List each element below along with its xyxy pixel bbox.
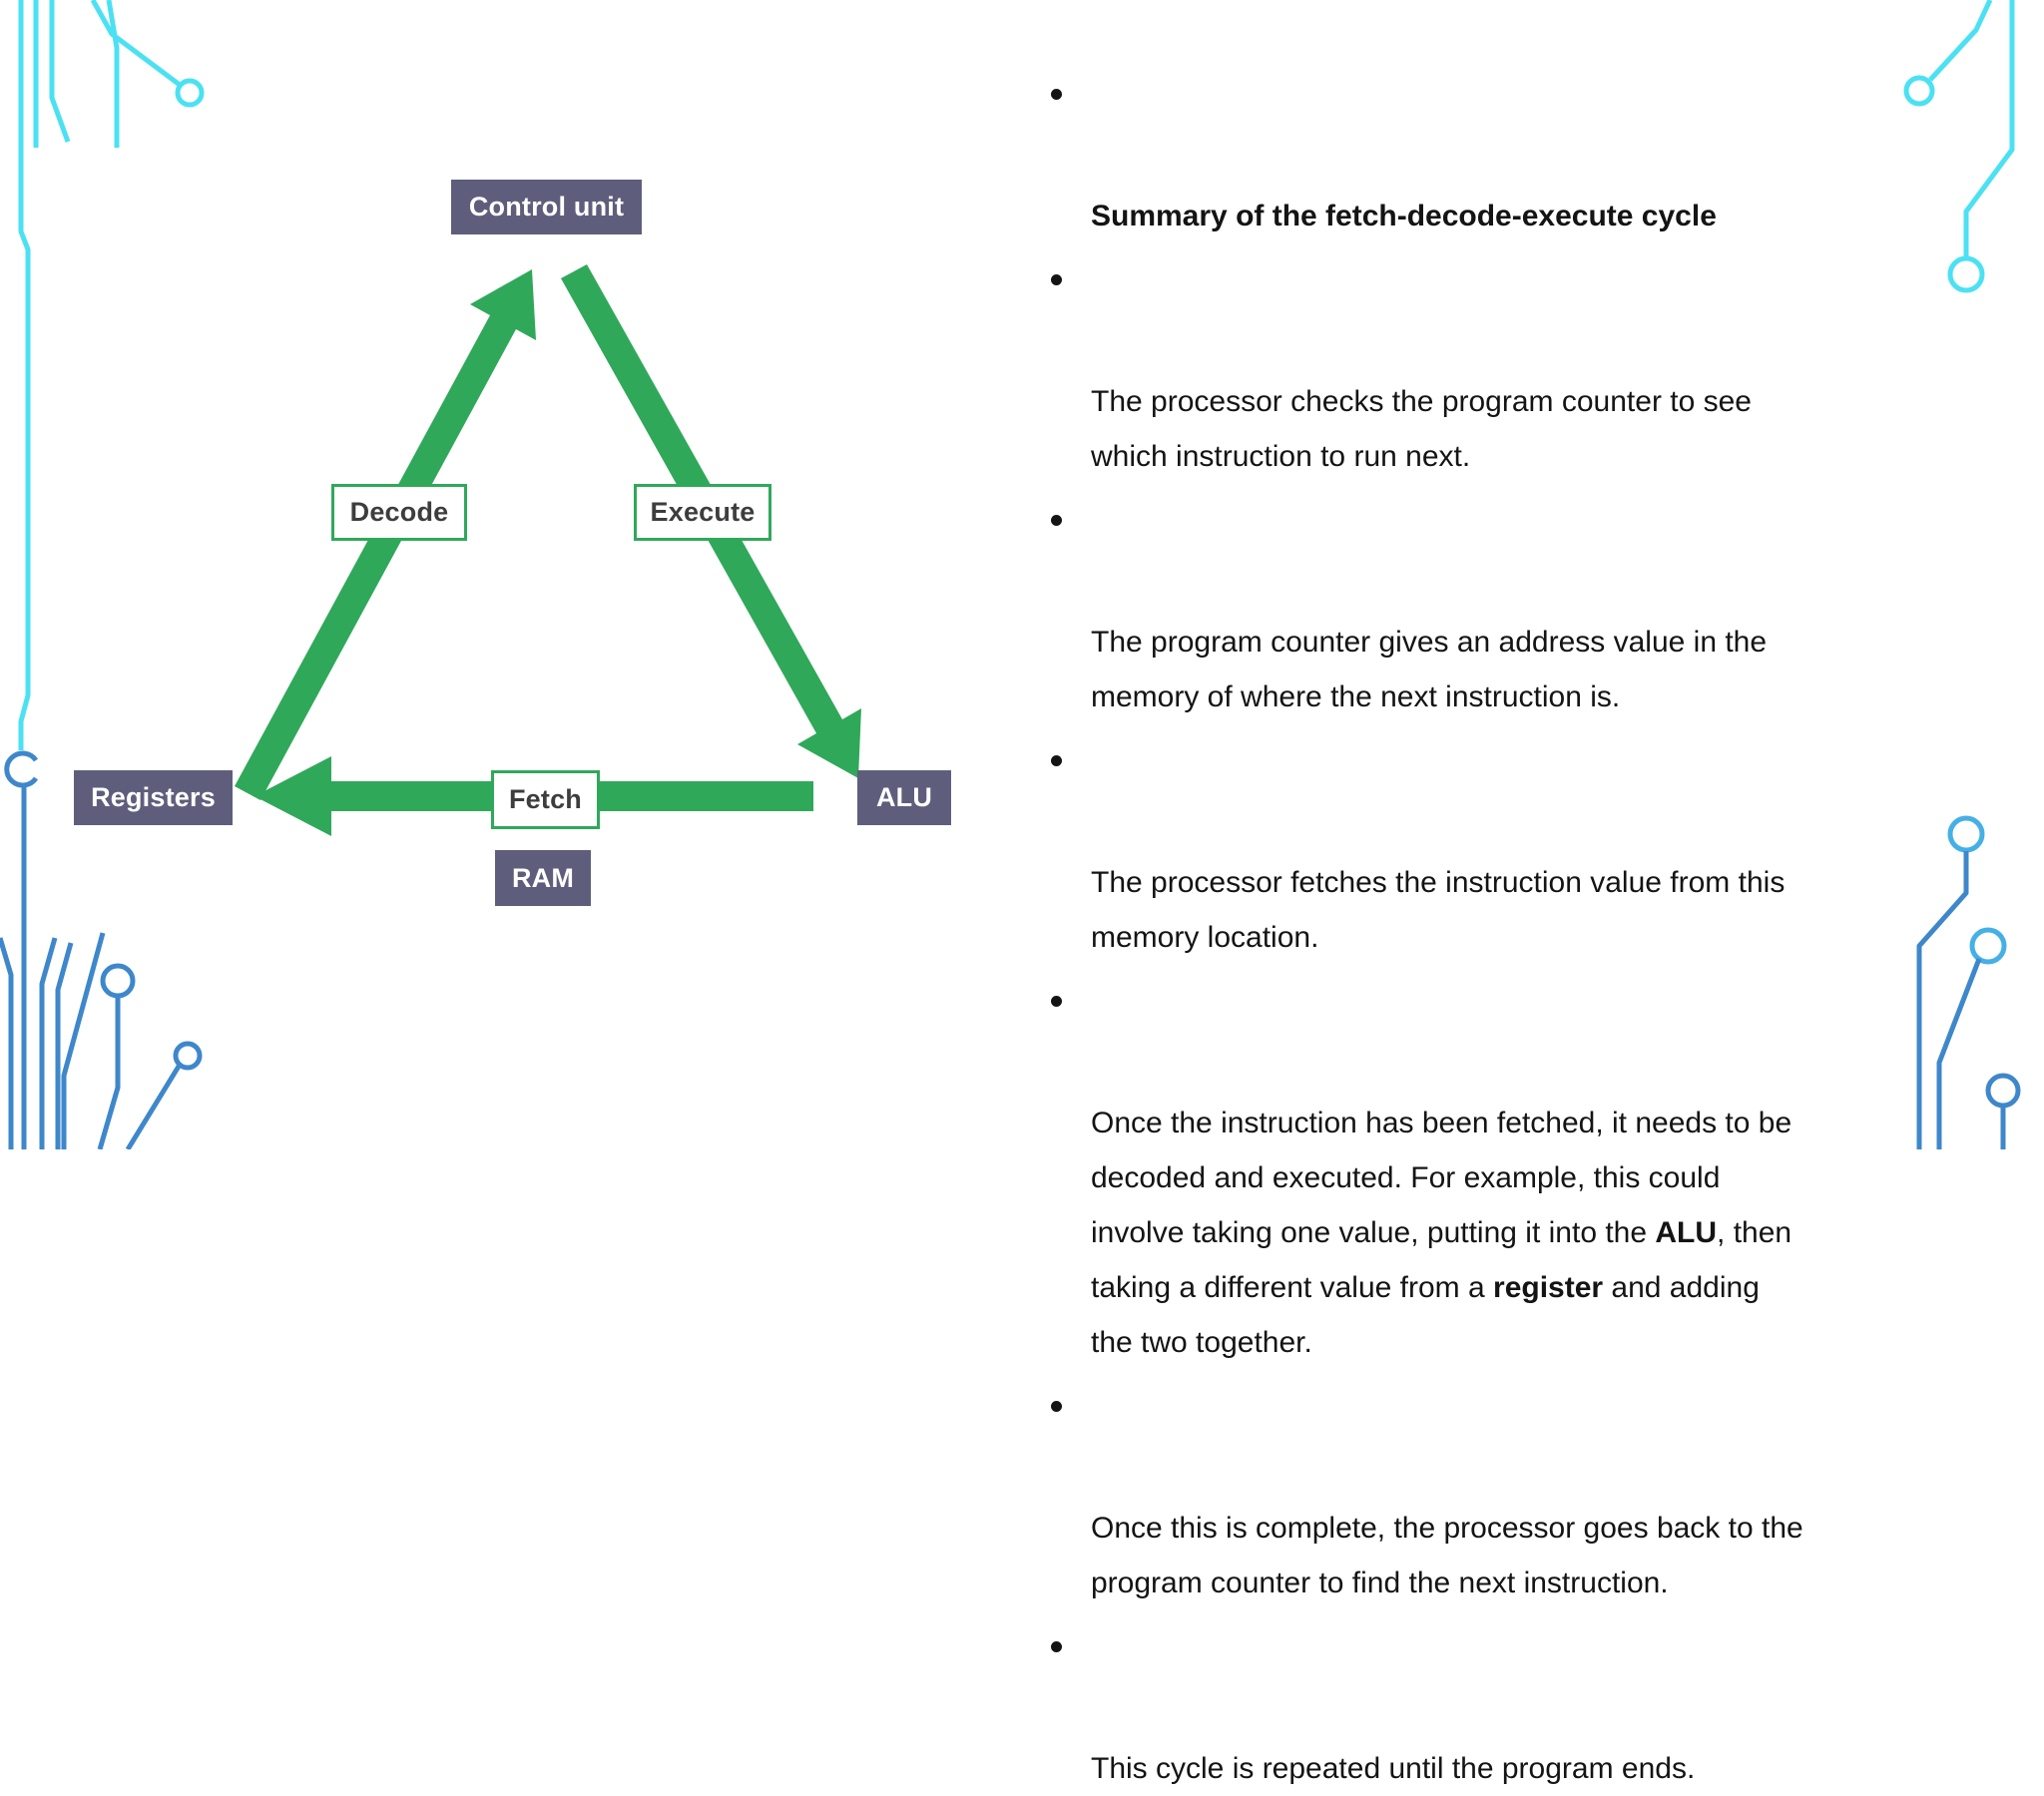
circuit-trace bbox=[97, 997, 121, 1149]
ram-label: RAM bbox=[511, 862, 575, 893]
control-unit-box: Control unit bbox=[451, 180, 642, 234]
circuit-trace bbox=[1928, 0, 1993, 82]
circuit-node-ring bbox=[173, 1041, 203, 1071]
bullet-dot bbox=[1051, 515, 1062, 526]
bullet-item-go-back: Once this is complete, the processor goe… bbox=[1051, 1391, 1959, 1610]
bullet-item-address-value: The program counter gives an address val… bbox=[1051, 505, 1959, 724]
circuit-decoration-top-right bbox=[1903, 0, 2015, 293]
circuit-decoration-top-left bbox=[18, 0, 205, 750]
circuit-trace bbox=[18, 0, 31, 750]
execute-box: Execute bbox=[634, 484, 771, 541]
bullet-text: Summary of the fetch-decode-execute cycl… bbox=[1091, 200, 1717, 232]
bullet-dot bbox=[1051, 1401, 1062, 1412]
bullet-text: The program counter gives an address val… bbox=[1091, 626, 1768, 713]
circuit-trace bbox=[1936, 958, 1982, 1149]
circuit-trace bbox=[55, 942, 74, 1149]
registers-box: Registers bbox=[74, 770, 233, 825]
bullet-dot bbox=[1051, 274, 1062, 285]
circuit-node-ring bbox=[1903, 75, 1935, 107]
circuit-trace bbox=[49, 0, 71, 143]
control-unit-label: Control unit bbox=[468, 192, 625, 222]
bullet-list: Summary of the fetch-decode-execute cycl… bbox=[1051, 79, 1959, 1796]
circuit-decoration-bottom-left bbox=[0, 750, 203, 1149]
circuit-trace bbox=[125, 1063, 183, 1149]
ram-box: RAM bbox=[495, 850, 591, 906]
bullet-text: The processor checks the program counter… bbox=[1091, 385, 1752, 473]
circuit-node-ring bbox=[100, 963, 136, 999]
circuit-trace bbox=[106, 0, 120, 148]
circuit-trace bbox=[4, 750, 39, 788]
alu-box: ALU bbox=[857, 770, 951, 825]
bullet-text: This cycle is repeated until the program… bbox=[1091, 1752, 1696, 1785]
bullet-dot bbox=[1051, 89, 1062, 100]
circuit-trace bbox=[61, 932, 106, 1149]
circuit-trace bbox=[1963, 0, 2015, 257]
execute-label: Execute bbox=[650, 497, 756, 527]
circuit-node-ring bbox=[1947, 255, 1985, 293]
circuit-trace bbox=[90, 0, 182, 87]
circuit-decoration-bottom-right bbox=[1916, 815, 2021, 1149]
bullet-item-summary: Summary of the fetch-decode-execute cycl… bbox=[1051, 79, 1959, 243]
bullet-dot bbox=[1051, 755, 1062, 766]
fetch-box: Fetch bbox=[491, 770, 600, 829]
fetch-label: Fetch bbox=[508, 784, 582, 814]
circuit-trace bbox=[1916, 851, 1969, 1149]
circuit-node-ring bbox=[1985, 1073, 2021, 1109]
circuit-node-ring bbox=[175, 78, 205, 108]
bullet-text: Once this is complete, the processor goe… bbox=[1091, 1512, 1803, 1599]
registers-label: Registers bbox=[91, 782, 216, 812]
circuit-node-ring bbox=[1969, 927, 2007, 965]
decode-label: Decode bbox=[349, 497, 449, 527]
bullet-item-repeat: This cycle is repeated until the program… bbox=[1051, 1631, 1959, 1796]
circuit-node-ring bbox=[1947, 815, 1985, 853]
bullet-item-fetch-value: The processor fetches the instruction va… bbox=[1051, 745, 1959, 965]
circuit-trace bbox=[39, 937, 58, 1149]
bullet-item-decode-execute: Once the instruction has been fetched, i… bbox=[1051, 986, 1959, 1370]
bullet-text: Once the instruction has been fetched, i… bbox=[1091, 1107, 1792, 1359]
bullet-dot bbox=[1051, 1641, 1062, 1652]
decode-box: Decode bbox=[331, 484, 467, 541]
alu-label: ALU bbox=[875, 782, 933, 812]
cycle-arrows bbox=[235, 264, 861, 836]
bullet-text: The processor fetches the instruction va… bbox=[1091, 866, 1786, 954]
circuit-trace bbox=[0, 937, 14, 1149]
bullet-item-check-counter: The processor checks the program counter… bbox=[1051, 264, 1959, 484]
bullet-dot bbox=[1051, 996, 1062, 1007]
